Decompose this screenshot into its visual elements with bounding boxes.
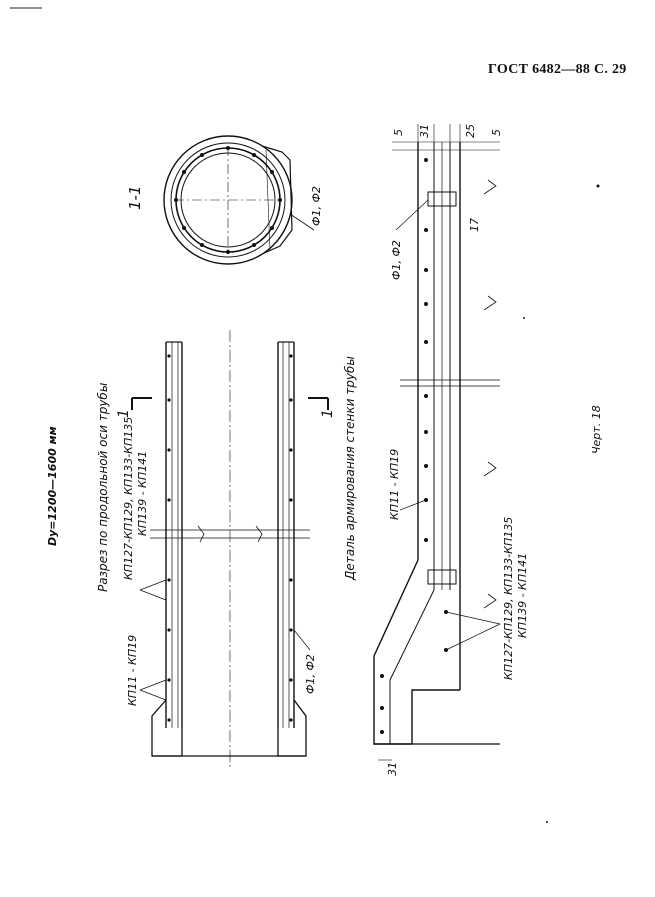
rebar-dots-detail: [380, 158, 448, 734]
dim-31-a: 31: [418, 124, 431, 138]
dim-5-a: 5: [392, 129, 405, 136]
dim-31-b: 31: [386, 762, 399, 776]
section-mark: 1-1: [126, 186, 144, 211]
mark-phi-c: Ф1, Ф2: [390, 240, 403, 280]
section-title: Разрез по продольной оси трубы: [96, 383, 110, 592]
page-header: ГОСТ 6482—88 С. 29: [488, 62, 627, 77]
speck: [596, 184, 600, 188]
cut-mark-left: 1: [116, 409, 132, 418]
dim-17: 17: [468, 218, 481, 232]
cut-mark-right: 1: [320, 409, 336, 418]
rotated-labels: Dy=1200—1600 мм Разрез по продольной оси…: [46, 124, 603, 776]
wall-detail: [373, 124, 501, 761]
speck: [523, 317, 525, 319]
mark-kp139-b: КП139 - КП141: [516, 553, 529, 638]
dim-25: 25: [464, 124, 477, 138]
detail-title: Деталь армирования стенки трубы: [343, 356, 357, 581]
mark-kp127-a: КП127-КП129, КП133-КП135: [122, 417, 135, 580]
rebar-dots-left: [167, 354, 293, 722]
mark-kp11-b: КП11 - КП19: [388, 449, 401, 520]
speck: [546, 821, 548, 823]
mark-phi-b: Ф1, Ф2: [310, 186, 323, 226]
rebar-dots-circle: [174, 146, 282, 254]
cross-section-1-1: [163, 135, 315, 265]
longitudinal-section: [131, 330, 329, 770]
diameter-label: Dy=1200—1600 мм: [46, 426, 59, 546]
figure-label: Черт. 18: [590, 405, 603, 454]
mark-kp11-a: КП11 - КП19: [126, 635, 139, 706]
mark-kp139-a: КП139 - КП141: [136, 451, 149, 536]
mark-phi-a: Ф1, Ф2: [304, 654, 317, 694]
mark-kp127-b: КП127-КП129, КП133-КП135: [502, 517, 515, 680]
dim-5-b: 5: [490, 129, 503, 136]
